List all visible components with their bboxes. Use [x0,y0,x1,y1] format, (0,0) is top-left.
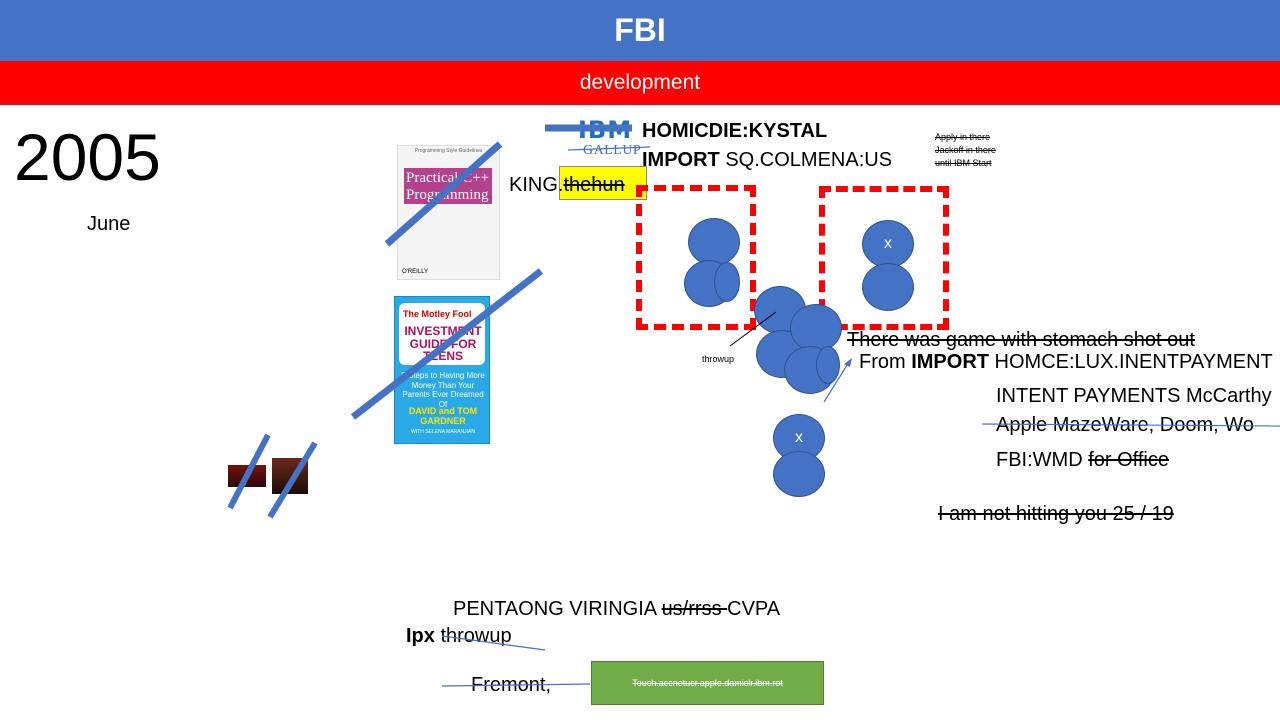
pentagon-b: us/rrss [661,598,728,620]
ibm-logo: IBM [578,116,633,144]
game-line-text: There was game with stomach shot out [847,329,1195,351]
apple-mazeware-text: Apple MazeWare, Doom, Wo [996,414,1254,436]
pentagon-a: PENTAONG VIRINGIA [453,598,662,620]
slide-subtitle-bar: development [0,61,1280,105]
pentagon-line: PENTAONG VIRINGIA us/rrss CVPA [453,597,780,621]
cpp-book-top: Programming Style Guidelines [414,148,483,154]
investment-book-subtitle: 8 Steps to Having More Money Than Your P… [401,371,485,409]
gallup-logo: GALLUP [583,143,642,158]
circle-c3 [790,304,842,352]
fbi-wmd-line: FBI:WMD for Office [996,448,1169,472]
green-url-box: Touch.accnetucr.apple.damiclr.ibm.rot [591,661,824,705]
slide-subtitle: development [579,71,701,94]
circle-b2 [862,263,914,311]
intent-payments-text: INTENT PAYMENTS McCarthy [996,385,1272,407]
circle-c5 [816,346,840,384]
circle-a1 [688,218,740,266]
arrow-head [844,358,852,367]
x-mark-1: x [884,235,892,252]
king-suffix: thehun [563,174,625,196]
game-thumbnail-1-icon [228,465,266,487]
month-text: June [87,213,131,235]
circle-a3 [714,262,740,302]
king-prefix: KING. [509,174,564,196]
investment-book-with: WITH SELENA MARANJIAN [411,429,475,435]
note-line-3: until IBM Start [935,158,992,168]
import-rest: SQ.COLMENA:US [719,149,893,171]
king-line: KING.thehun [509,173,625,197]
x-mark-2: x [795,429,803,446]
ipx-line: Ipx throwup [406,624,512,648]
dashed-box-right [819,186,949,330]
fremont-text: Fremont, [471,674,552,696]
investment-book-cover: The Motley Fool INVESTMENT GUIDE FOR TEE… [394,296,490,444]
fbi-wmd-text: FBI:WMD [996,449,1089,471]
from-import-keyword: IMPORT [911,351,989,373]
slide-title: FBI [614,12,666,48]
not-hitting-text: I am not hitting you 25 / 19 [938,503,1174,525]
from-import-line: From IMPORT HOMCE:LUX.INENTPAYMENT [859,350,1273,374]
for-office-text: for Office [1088,449,1169,471]
cpp-book-cover: Programming Style Guidelines Practical C… [397,145,500,280]
highlight-box [559,166,647,200]
note-line-2: Jackoff in there [935,145,996,155]
year-text: 2005 [14,120,161,194]
note-line-1: Apply in there [935,132,991,142]
import-line: IMPORT SQ.COLMENA:US [642,148,892,172]
homicide-text: HOMICDIE:KYSTAL [642,120,828,142]
dashed-box-left [636,185,756,330]
from-rest: HOMCE:LUX.INENTPAYMENT [989,351,1273,373]
import-keyword: IMPORT [642,149,720,171]
ipx-rest: throwup [434,625,512,647]
cpp-book-title: Practical C++ Programming [404,168,492,204]
from-prefix: From [859,351,912,373]
investment-book-head: The Motley Fool [403,309,472,319]
circle-d2 [773,451,825,497]
circle-x1: x [862,220,914,268]
green-box-text: Touch.accnetucr.apple.damiclr.ibm.rot [632,678,783,688]
investment-book-authors: DAVID and TOM GARDNER [408,406,478,426]
slide-title-bar: FBI [0,0,1280,61]
game-thumbnail-2-icon [272,458,308,494]
cpp-book-publisher: O'REILLY [402,269,429,275]
investment-book-title: INVESTMENT GUIDE FOR TEENS [404,324,482,364]
throwup-small-text: throwup [702,354,735,364]
ipx-keyword: Ipx [406,625,435,647]
pentagon-c: CVPA [727,598,781,620]
